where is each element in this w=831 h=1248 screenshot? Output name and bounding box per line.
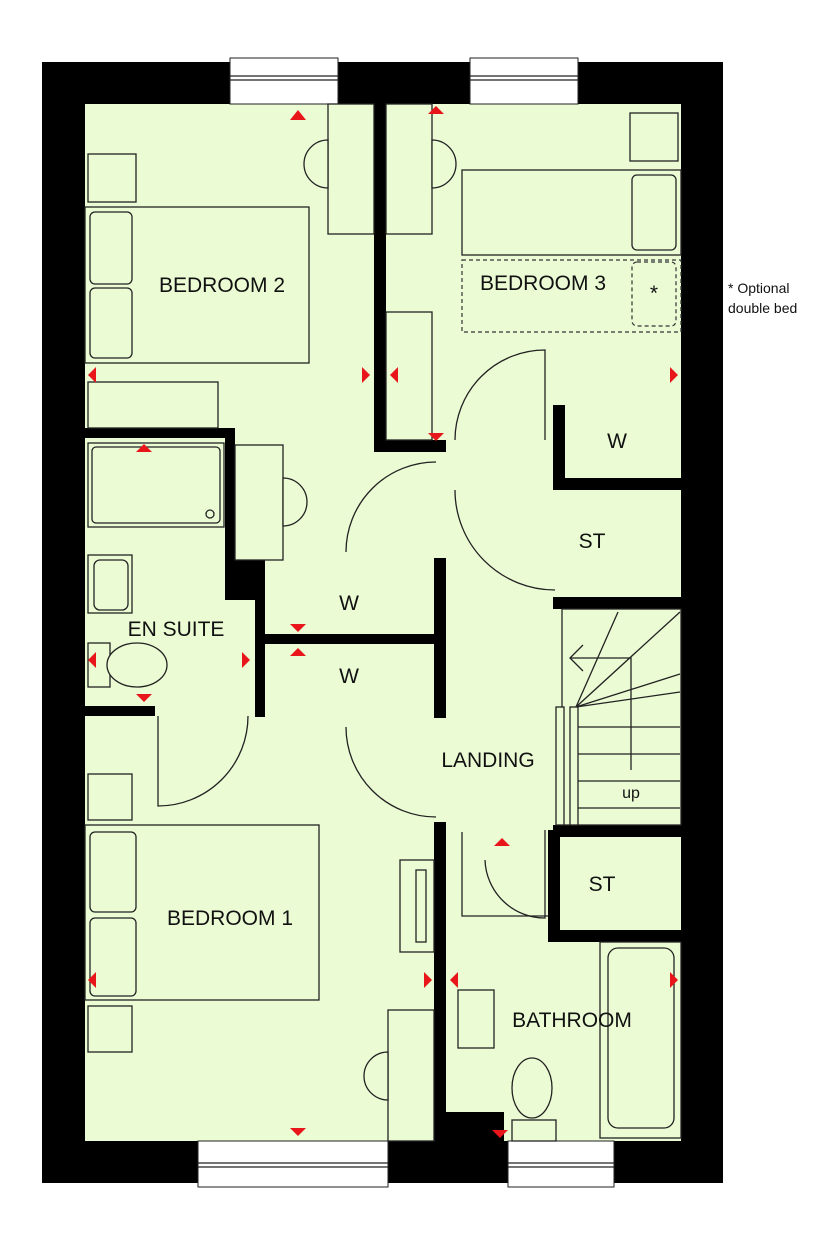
furniture bbox=[84, 103, 682, 1142]
room-label-bedroom-2: BEDROOM 2 bbox=[159, 274, 285, 297]
room-label-wardrobe-1: W bbox=[339, 592, 359, 615]
optional-double-bed-note: * Optional double bed bbox=[728, 278, 797, 318]
note-symbol: * bbox=[728, 280, 734, 296]
room-label-wardrobe-2: W bbox=[339, 665, 359, 688]
stairs-label: up bbox=[622, 785, 640, 802]
room-label-bedroom-3: BEDROOM 3 bbox=[480, 272, 606, 295]
room-label-bathroom: BATHROOM bbox=[512, 1009, 632, 1032]
room-label-bedroom-1: BEDROOM 1 bbox=[167, 907, 293, 930]
doors bbox=[157, 349, 556, 919]
room-label-en-suite: EN SUITE bbox=[128, 618, 225, 641]
dimension-markers bbox=[88, 106, 678, 1138]
internal-walls bbox=[85, 90, 681, 1142]
optional-bed-marker: * bbox=[650, 282, 658, 305]
note-line-1: Optional bbox=[737, 280, 790, 296]
windows bbox=[197, 57, 615, 1188]
note-line-2: double bed bbox=[728, 300, 798, 316]
room-label-wardrobe-upper: W bbox=[607, 430, 627, 453]
room-label-store-upper: ST bbox=[579, 530, 606, 553]
room-label-store-lower: ST bbox=[589, 873, 616, 896]
room-label-landing: LANDING bbox=[441, 749, 534, 772]
